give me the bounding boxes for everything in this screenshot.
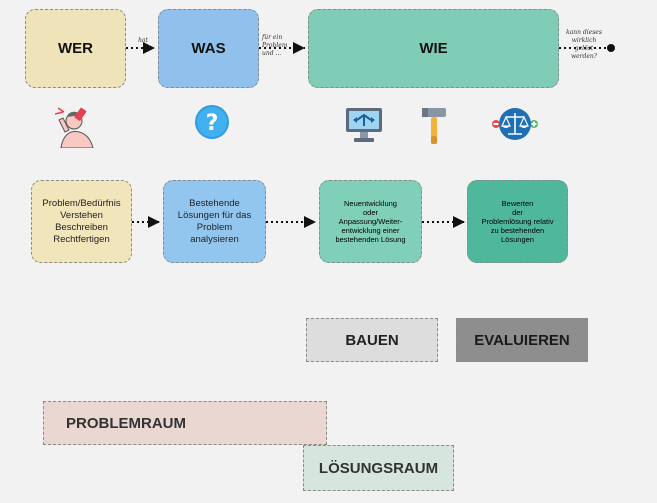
connector-note-hat: hat [138, 37, 148, 44]
connector-note-question: kann dieses wirklich gelöst werden? [566, 29, 602, 60]
step-develop-solution: Neuentwicklung oder Anpassung/Weiter- en… [319, 180, 422, 263]
phase-loesungsraum-label: LÖSUNGSRAUM [318, 459, 439, 477]
wer-box: WER [25, 9, 126, 88]
balance-scale-icon [492, 108, 538, 140]
step-analyze-solutions: Bestehende Lösungen für das Problem anal… [163, 180, 266, 263]
connector-note-problem: für ein Problem und ... [262, 34, 288, 57]
wer-label: WER [58, 40, 93, 57]
person-drinking-icon [55, 107, 94, 148]
svg-text:?: ? [206, 111, 219, 136]
phase-evaluieren: EVALUIEREN [456, 318, 588, 362]
step-understand-problem: Problem/Bedürfnis Verstehen Beschreiben … [31, 180, 132, 263]
end-dot [607, 44, 615, 52]
step-analyze-solutions-text: Bestehende Lösungen für das Problem anal… [177, 197, 252, 245]
step-understand-problem-text: Problem/Bedürfnis Verstehen Beschreiben … [42, 197, 121, 245]
step-develop-solution-text: Neuentwicklung oder Anpassung/Weiter- en… [335, 199, 406, 244]
step-evaluate-solution-text: Bewerten der Problemlösung relativ zu be… [481, 199, 554, 244]
wie-box: WIE [308, 9, 559, 88]
wie-label: WIE [419, 40, 448, 57]
question-mark-icon: ? [195, 105, 229, 139]
hammer-icon [422, 108, 446, 144]
phase-problemraum-label: PROBLEMRAUM [66, 414, 186, 432]
phase-evaluieren-label: EVALUIEREN [474, 331, 570, 349]
phase-loesungsraum: LÖSUNGSRAUM [303, 445, 454, 491]
phase-problemraum: PROBLEMRAUM [43, 401, 327, 445]
phase-bauen: BAUEN [306, 318, 438, 362]
was-label: WAS [191, 40, 226, 57]
phase-bauen-label: BAUEN [345, 331, 399, 349]
step-evaluate-solution: Bewerten der Problemlösung relativ zu be… [467, 180, 568, 263]
was-box: WAS [158, 9, 259, 88]
monitor-arrows-icon [346, 108, 382, 142]
